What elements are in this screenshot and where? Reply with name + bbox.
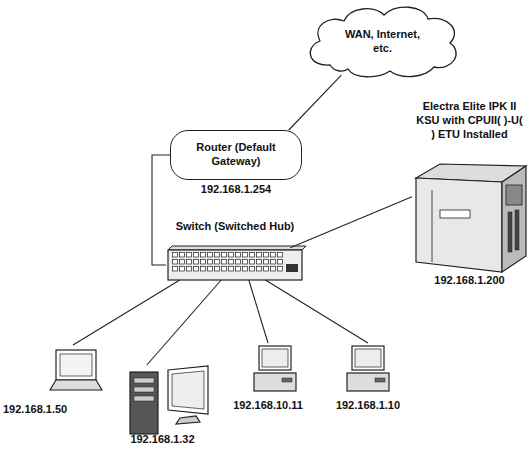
laptop-node: 192.168.1.50 (3, 345, 103, 417)
network-cable (147, 280, 221, 365)
node-label: Router (Default Gateway) (176, 141, 296, 169)
switch-symbol (168, 246, 306, 280)
ksu-cabinet (416, 164, 526, 272)
node-label: Switch (Switched Hub) (176, 220, 295, 234)
server-node: 192.168.1.32 (110, 365, 215, 447)
node-label: WAN, Internet, etc. (335, 28, 430, 56)
ksu-node: Electra Elite IPK II KSU with CPUII( )-U… (412, 98, 527, 288)
pc-node: 192.168.1.10 (330, 343, 406, 413)
network-cable (290, 197, 412, 248)
ip-address: 192.168.10.11 (233, 399, 303, 413)
server-icon (130, 366, 208, 434)
cloud-node: WAN, Internet, etc. (300, 3, 465, 79)
network-cable (73, 280, 180, 345)
cloud-outline (300, 3, 465, 79)
network-cable (289, 75, 342, 130)
node-label: Electra Elite IPK II KSU with CPUII( )-U… (414, 100, 526, 141)
switch-node: Switch (Switched Hub) (166, 218, 304, 280)
ip-address: 192.168.1.254 (201, 183, 271, 197)
ip-address: 192.168.1.50 (3, 403, 67, 417)
pc-icon (254, 346, 296, 391)
router-box: Router (Default Gateway)192.168.1.254 (170, 130, 302, 180)
ip-address: 192.168.1.10 (336, 399, 400, 413)
ip-address: 192.168.1.32 (130, 433, 194, 447)
laptop-icon (50, 350, 102, 390)
network-cable (249, 280, 268, 343)
network-cable (152, 155, 170, 265)
network-cable (265, 280, 368, 343)
ip-address: 192.168.1.200 (434, 274, 504, 288)
pc-node: 192.168.10.11 (226, 343, 310, 413)
pc-icon (347, 346, 389, 391)
